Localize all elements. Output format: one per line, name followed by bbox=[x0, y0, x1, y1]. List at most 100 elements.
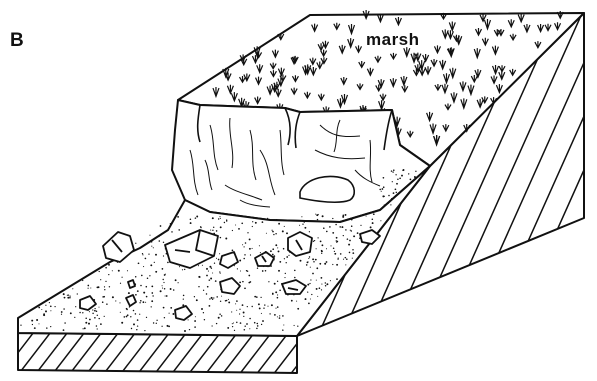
sand-grain bbox=[264, 304, 265, 305]
sand-grain bbox=[194, 296, 195, 297]
sand-grain bbox=[272, 248, 274, 250]
sand-grain bbox=[253, 218, 254, 219]
sand-grain bbox=[380, 220, 381, 221]
sand-grain bbox=[345, 257, 347, 259]
sand-grain bbox=[32, 324, 33, 325]
sand-grain bbox=[275, 244, 277, 246]
sand-grain bbox=[291, 300, 293, 302]
sand-grain bbox=[149, 235, 150, 236]
sand-grain bbox=[352, 249, 354, 251]
sand-grain bbox=[251, 306, 252, 307]
sand-grain bbox=[133, 323, 135, 325]
sand-grain bbox=[210, 230, 211, 231]
sand-grain bbox=[392, 181, 393, 182]
sand-grain bbox=[336, 264, 338, 266]
sand-grain bbox=[220, 237, 221, 238]
sand-grain bbox=[104, 316, 105, 317]
sand-grain bbox=[215, 280, 217, 282]
sand-grain bbox=[54, 306, 55, 307]
sand-grain bbox=[151, 246, 152, 247]
sand-grain bbox=[277, 281, 278, 282]
sand-grain bbox=[351, 230, 352, 231]
sand-grain bbox=[145, 258, 147, 260]
sand-grain bbox=[206, 275, 208, 277]
sand-grain bbox=[307, 261, 308, 262]
sand-grain bbox=[337, 258, 338, 259]
sand-grain bbox=[357, 232, 359, 234]
sand-grain bbox=[274, 283, 276, 285]
sand-grain bbox=[190, 222, 192, 224]
sand-grain bbox=[82, 280, 83, 281]
sand-grain bbox=[384, 204, 385, 205]
sand-grain bbox=[121, 277, 122, 278]
sand-grain bbox=[366, 216, 367, 217]
sand-grain bbox=[20, 325, 21, 326]
sand-grain bbox=[162, 288, 163, 289]
sand-grain bbox=[249, 238, 251, 240]
sand-grain bbox=[88, 288, 89, 289]
sand-grain bbox=[104, 289, 105, 290]
sand-grain bbox=[255, 222, 257, 224]
sand-grain bbox=[233, 322, 234, 323]
sand-grain bbox=[304, 222, 305, 223]
sand-grain bbox=[94, 308, 95, 309]
sand-grain bbox=[266, 233, 267, 234]
sand-grain bbox=[267, 306, 268, 307]
sand-grain bbox=[228, 299, 229, 300]
sand-grain bbox=[306, 264, 308, 266]
sand-grain bbox=[108, 274, 109, 275]
sand-grain bbox=[257, 268, 258, 269]
sand-grain bbox=[242, 304, 244, 306]
sand-grain bbox=[332, 264, 333, 265]
sand-grain bbox=[135, 294, 137, 296]
sand-grain bbox=[237, 268, 238, 269]
sand-grain bbox=[321, 253, 322, 254]
sand-grain bbox=[269, 313, 270, 314]
sand-grain bbox=[151, 292, 153, 294]
sand-grain bbox=[209, 266, 211, 268]
boulder bbox=[288, 232, 312, 256]
sand-grain bbox=[232, 326, 233, 327]
sand-grain bbox=[153, 322, 154, 323]
sand-grain bbox=[373, 213, 375, 215]
sand-grain bbox=[342, 214, 344, 216]
sand-grain bbox=[204, 319, 205, 320]
sand-grain bbox=[164, 317, 165, 318]
sand-grain bbox=[147, 278, 149, 280]
sand-grain bbox=[49, 302, 50, 303]
sand-grain bbox=[212, 230, 213, 231]
sand-grain bbox=[64, 297, 66, 299]
sand-grain bbox=[299, 225, 300, 226]
sand-grain bbox=[235, 303, 236, 304]
sand-grain bbox=[256, 296, 258, 298]
sand-grain bbox=[50, 305, 52, 307]
sand-grain bbox=[216, 296, 218, 298]
sand-grain bbox=[260, 252, 261, 253]
sand-grain bbox=[275, 233, 276, 234]
sand-grain bbox=[342, 216, 344, 218]
sand-grain bbox=[137, 325, 138, 326]
sand-grain bbox=[349, 240, 351, 242]
sand-grain bbox=[137, 290, 139, 292]
sand-grain bbox=[75, 306, 76, 307]
sand-grain bbox=[279, 261, 281, 263]
sand-grain bbox=[393, 192, 395, 194]
sand-grain bbox=[82, 328, 83, 329]
sand-grain bbox=[388, 203, 389, 204]
sand-grain bbox=[408, 173, 409, 174]
sand-grain bbox=[395, 188, 397, 190]
sand-grain bbox=[72, 288, 73, 289]
sand-grain bbox=[220, 301, 221, 302]
sand-grain bbox=[330, 245, 331, 246]
sand-grain bbox=[77, 293, 78, 294]
sand-grain bbox=[391, 170, 392, 171]
sand-grain bbox=[294, 277, 296, 279]
sand-grain bbox=[273, 234, 274, 235]
sand-grain bbox=[196, 299, 198, 301]
sand-grain bbox=[175, 279, 177, 281]
sand-grain bbox=[279, 317, 281, 319]
sand-grain bbox=[105, 267, 107, 269]
sand-grain bbox=[63, 308, 65, 310]
sand-grain bbox=[277, 247, 278, 248]
sand-grain bbox=[288, 255, 289, 256]
